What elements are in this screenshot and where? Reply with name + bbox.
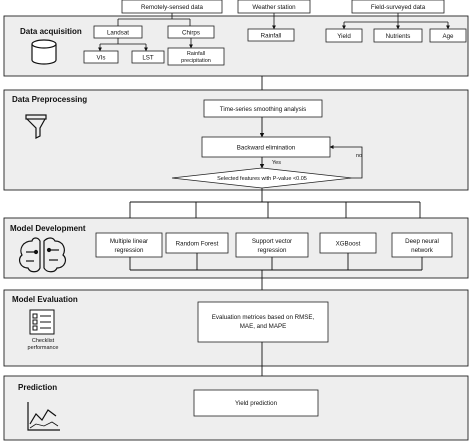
model-box-dnn: Deep neural network — [391, 232, 453, 258]
model-label-rf: Random Forest — [176, 241, 219, 248]
box-nutrients: Nutrients — [373, 28, 423, 43]
smoothing-label: Time-series smoothing analysis — [220, 106, 306, 113]
vis-label: VIs — [97, 55, 106, 62]
box-backward-elimination: Backward elimination — [201, 136, 331, 158]
box-landsat: Landsat — [93, 25, 143, 39]
line-chart-icon — [27, 402, 60, 431]
box-chirps: Chirps — [167, 25, 215, 39]
model-box-xgboost: XGBoost — [319, 232, 377, 254]
lst-label: LST — [142, 55, 154, 62]
rainfall-precip-label-2: precipitation — [181, 58, 211, 64]
model-label-mlr-1: Multiple linear — [110, 238, 148, 245]
stage-title-evaluation: Model Evaluation — [12, 295, 78, 304]
stage-title-prediction: Prediction — [18, 383, 57, 392]
box-smoothing: Time-series smoothing analysis — [203, 99, 323, 118]
model-label-xgboost: XGBoost — [336, 241, 361, 248]
rainfall-label: Rainfall — [261, 33, 282, 40]
evaluation-label-1: Evaluation metrices based on RMSE, — [212, 314, 315, 321]
source-weather: Weather station — [237, 0, 311, 14]
source-remote: Remotely-sensed data — [121, 0, 223, 14]
model-box-svr: Support vector regression — [235, 232, 309, 258]
box-age: Age — [429, 28, 467, 43]
chirps-label: Chirps — [182, 30, 200, 37]
model-box-rf: Random Forest — [165, 232, 229, 254]
database-icon — [31, 39, 57, 65]
source-remote-label: Remotely-sensed data — [141, 4, 203, 11]
stage-title-preprocessing: Data Preprocessing — [12, 95, 87, 104]
box-yield-prediction: Yield prediction — [193, 389, 319, 417]
checklist-caption-1: Checklist — [32, 338, 55, 344]
yield-prediction-label: Yield prediction — [235, 400, 278, 407]
checklist-caption-2: performance — [28, 345, 59, 351]
source-weather-label: Weather station — [252, 4, 296, 11]
landsat-label: Landsat — [107, 30, 129, 37]
age-label: Age — [442, 33, 454, 40]
stage-title-acquisition: Data acquisition — [20, 27, 82, 36]
box-vis: VIs — [83, 50, 119, 64]
checklist-icon — [29, 309, 55, 335]
stage-title-development: Model Development — [10, 224, 86, 233]
box-rainfall-precipitation: Rainfall precipitation — [167, 47, 225, 66]
decision-label: Selected features with P-value <0.05 — [217, 176, 307, 182]
model-label-mlr-2: regression — [115, 247, 144, 254]
backward-label: Backward elimination — [237, 145, 296, 152]
evaluation-label-2: MAE, and MAPE — [240, 323, 286, 330]
box-rainfall: Rainfall — [247, 28, 295, 42]
box-lst: LST — [131, 50, 165, 64]
nutrients-label: Nutrients — [386, 33, 411, 40]
model-label-dnn-2: network — [411, 247, 434, 254]
model-label-dnn-1: Deep neural — [405, 238, 439, 245]
brain-circuit-icon — [18, 237, 67, 273]
source-field-label: Field-surveyed data — [371, 4, 426, 11]
yes-label: Yes — [272, 160, 281, 166]
yield-label: Yield — [337, 33, 351, 40]
model-label-svr-1: Support vector — [252, 238, 292, 245]
model-box-mlr: Multiple linear regression — [95, 232, 163, 258]
source-field: Field-surveyed data — [351, 0, 445, 14]
box-yield: Yield — [325, 28, 363, 43]
no-label: no — [356, 153, 362, 159]
funnel-icon — [25, 114, 47, 139]
box-evaluation-metrics: Evaluation metrices based on RMSE, MAE, … — [197, 301, 329, 343]
panel-acquisition — [3, 15, 469, 77]
rainfall-precip-label-1: Rainfall — [187, 51, 205, 57]
model-label-svr-2: regression — [258, 247, 287, 254]
